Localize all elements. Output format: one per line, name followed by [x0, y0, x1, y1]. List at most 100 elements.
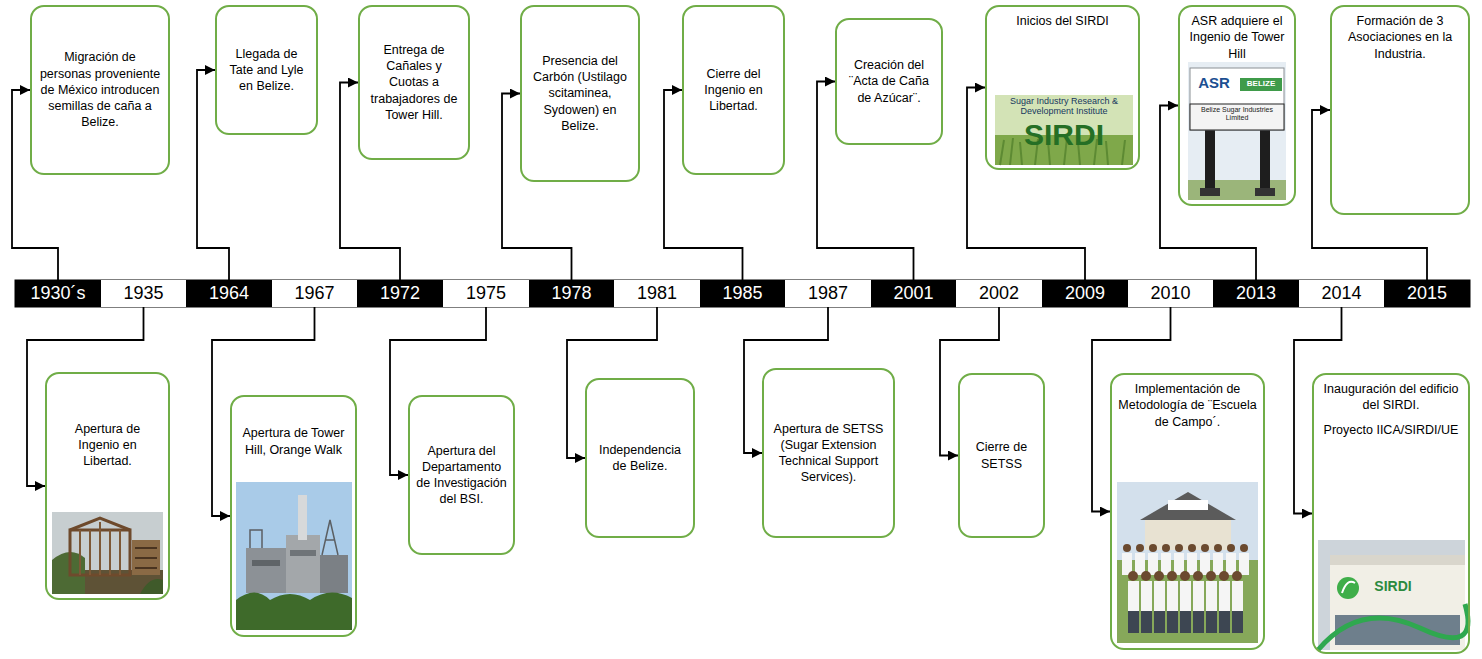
year-cell: 2013	[1213, 280, 1299, 307]
field-school-photo-part-part	[1141, 571, 1151, 581]
field-school-photo-part	[1128, 611, 1243, 633]
text-group: 2002	[979, 283, 1019, 305]
event-box: Creación del ¨Acta de Caña de Azúcar¨.	[835, 18, 943, 145]
text-group: Inicios del SIRDI	[993, 13, 1132, 29]
event-text: Apertura de Ingenio en Libertad.	[53, 421, 162, 470]
field-school-photo-part-part	[1123, 544, 1131, 552]
field-school-photo-part-part	[1180, 611, 1191, 633]
text-group: Cierre del Ingenio en Libertad.	[690, 66, 777, 115]
factory-photo-part	[252, 560, 280, 566]
text-group: 1964	[209, 283, 249, 305]
field-school-photo-part-part	[1136, 544, 1144, 552]
year-label: 2009	[1065, 283, 1105, 305]
picture-text: Sugar Industry Research & Development In…	[997, 97, 1131, 117]
text-group: Implementación de Metodología de ¨Escuel…	[1118, 381, 1257, 430]
year-cell: 1978	[529, 280, 614, 307]
text-group: Formación de 3 Asociaciones en la Indust…	[1338, 13, 1462, 62]
timeline-connector	[12, 90, 58, 280]
event-text: Presencia del Carbón (Ustilago scitamine…	[528, 53, 632, 134]
event-box: Implementación de Metodología de ¨Escuel…	[1110, 373, 1265, 650]
ruins-photo-part	[140, 579, 163, 594]
ruins-photo-part	[135, 548, 157, 568]
field-school-photo-part	[1140, 492, 1236, 520]
field-school-photo-part-part	[1154, 571, 1164, 581]
text-group: 1985	[722, 283, 762, 305]
factory-photo-part	[298, 495, 307, 540]
event-text: Inicios del SIRDI	[993, 13, 1132, 29]
text-group: Apertura de Tower Hill, Orange Walk	[238, 425, 349, 458]
text-group: 2001	[893, 283, 933, 305]
event-text: Apertura de SETSS (Sugar Extension Techn…	[770, 421, 887, 486]
event-box: Apertura del Departamento de Investigaci…	[408, 395, 515, 555]
text-group: Apertura de Ingenio en Libertad.	[53, 421, 162, 470]
event-text: Apertura de Tower Hill, Orange Walk	[238, 425, 349, 458]
asr-sign-photo-part	[1190, 68, 1284, 130]
factory-photo	[236, 482, 352, 630]
text-group: Inauguración del edificio del SIRDI.Proy…	[1320, 381, 1462, 438]
event-box: Cierre del Ingenio en Libertad.	[682, 5, 785, 175]
picture-text: BELIZE	[1240, 78, 1282, 91]
factory-photo-part	[236, 592, 352, 630]
sirdi-logo-part	[995, 95, 1133, 165]
year-cell: 1967	[272, 280, 357, 307]
factory-photo-part	[290, 550, 316, 556]
timeline-connector	[212, 307, 315, 516]
factory-photo-part	[250, 520, 338, 555]
year-cell: 2009	[1042, 280, 1128, 307]
factory-photo-part	[286, 535, 320, 593]
ruins-photo-part	[132, 540, 160, 575]
year-cell: 1985	[700, 280, 785, 307]
field-school-photo-part-part	[1175, 544, 1183, 552]
text-group: 2013	[1236, 283, 1276, 305]
field-school-photo-part-part	[1219, 611, 1230, 633]
event-text: Migración de personas proveniente de Méx…	[38, 49, 162, 130]
year-label: 1985	[722, 283, 762, 305]
field-school-photo-part-part	[1128, 611, 1139, 633]
text-group: Entrega de Cañales y Cuotas a trabajador…	[366, 42, 462, 123]
text-group: 1935	[123, 283, 163, 305]
event-text: Llegada de Tate and Lyle en Belize.	[223, 46, 310, 95]
year-cell: 2010	[1128, 280, 1213, 307]
picture-text: SIRDI	[1362, 578, 1424, 595]
text-group: Cierre de SETSS	[966, 439, 1037, 472]
year-cell: 2015	[1384, 280, 1470, 307]
year-label: 1981	[637, 283, 677, 305]
event-box: Entrega de Cañales y Cuotas a trabajador…	[358, 5, 470, 160]
year-cell: 1964	[186, 280, 272, 307]
event-box: ASR adquiere el Ingenio de Tower Hill	[1178, 5, 1296, 206]
building-photo-part	[1330, 555, 1465, 565]
field-school-photo-part-part	[1219, 571, 1229, 581]
text-group: Creación del ¨Acta de Caña de Azúcar¨.	[843, 57, 935, 106]
field-school-photo-part-part	[1214, 544, 1222, 552]
text-group: 1972	[380, 283, 420, 305]
field-school-photo-part-part	[1154, 581, 1165, 611]
field-school-photo-part-part	[1193, 581, 1204, 611]
event-text: Implementación de Metodología de ¨Escuel…	[1118, 381, 1257, 430]
field-school-photo-part-part	[1201, 544, 1209, 552]
text-group: 1978	[551, 283, 591, 305]
text-group: Migración de personas proveniente de Méx…	[38, 49, 162, 130]
text-group: 1987	[808, 283, 848, 305]
building-photo-part	[1342, 582, 1355, 593]
year-label: 2001	[893, 283, 933, 305]
year-label: 2010	[1150, 283, 1190, 305]
timeline-connector	[1160, 106, 1256, 281]
year-label: 1935	[123, 283, 163, 305]
factory-photo-part	[320, 555, 348, 593]
event-text: Entrega de Cañales y Cuotas a trabajador…	[366, 42, 462, 123]
ruins-photo-part	[80, 522, 120, 575]
building-photo-part	[1337, 577, 1359, 599]
year-cell: 2002	[956, 280, 1042, 307]
field-school-photo-part	[1122, 553, 1249, 611]
event-box: Presencia del Carbón (Ustilago scitamine…	[520, 5, 640, 182]
field-school-photo-part-part	[1154, 611, 1165, 633]
field-school-photo-part-part	[1206, 571, 1216, 581]
field-school-photo-part-part	[1167, 581, 1178, 611]
timeline-connector	[1294, 307, 1342, 514]
field-school-photo-part-part	[1162, 544, 1170, 552]
field-school-photo-part-part	[1193, 611, 1204, 633]
factory-photo-part	[246, 548, 286, 593]
field-school-photo-part-part	[1232, 581, 1243, 611]
